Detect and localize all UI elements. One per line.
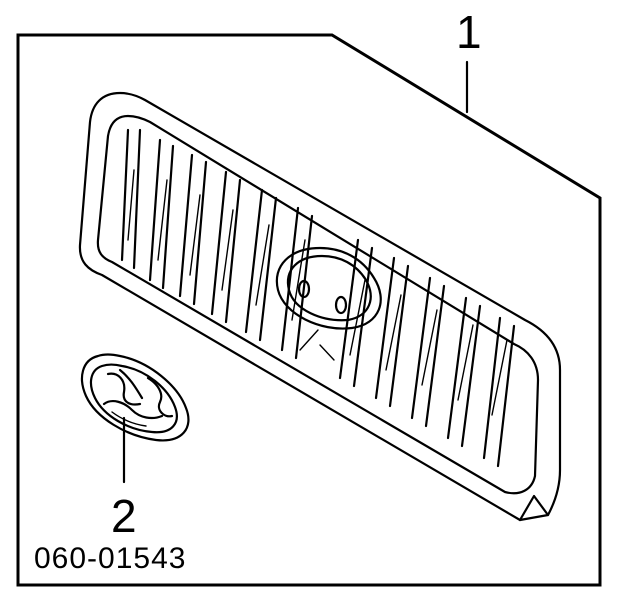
- grille-part: [78, 91, 562, 522]
- grille-slats: [120, 128, 516, 468]
- emblem-part: [80, 353, 190, 442]
- diagram-frame: [16, 33, 602, 587]
- grille-outer-rim: [78, 91, 562, 522]
- grille-inner-rim: [96, 114, 540, 495]
- callout-number-1: 1: [456, 6, 482, 58]
- grille-emblem: [275, 246, 382, 330]
- callout-number-2: 2: [111, 490, 137, 542]
- diagram-code: 060-01543: [34, 542, 186, 575]
- grille-slat-shading: [127, 169, 508, 416]
- grille-bottom-lip: [518, 494, 550, 522]
